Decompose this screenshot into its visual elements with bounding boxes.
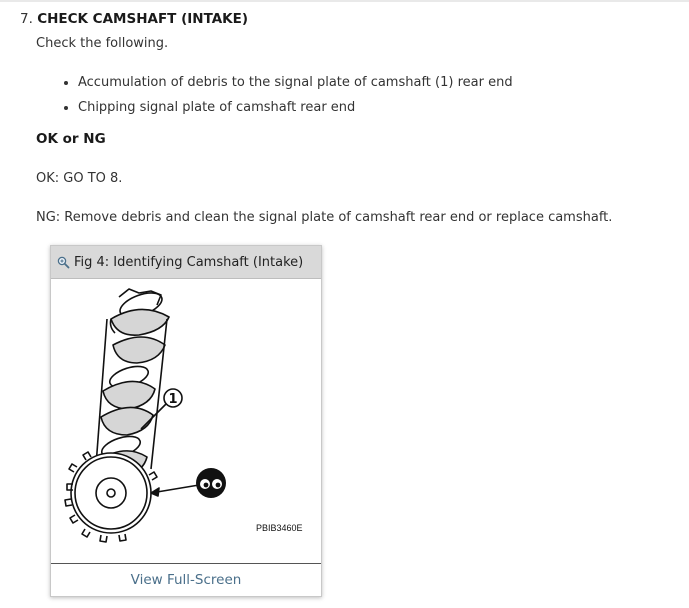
view-full-screen-link[interactable]: View Full-Screen bbox=[51, 563, 321, 596]
figure-caption: Fig 4: Identifying Camshaft (Intake) bbox=[74, 254, 304, 270]
list-item: Accumulation of debris to the signal pla… bbox=[78, 74, 513, 91]
ng-result: NG: Remove debris and clean the signal p… bbox=[36, 210, 613, 225]
ok-result: OK: GO TO 8. bbox=[36, 171, 123, 186]
top-divider bbox=[0, 0, 689, 2]
magnifier-icon bbox=[57, 256, 70, 268]
camshaft-illustration: 1 bbox=[64, 288, 226, 543]
list-item: Chipping signal plate of camshaft rear e… bbox=[78, 99, 513, 116]
figure-panel: Fig 4: Identifying Camshaft (Intake) bbox=[50, 245, 322, 597]
step-heading: 7. CHECK CAMSHAFT (INTAKE) bbox=[20, 11, 248, 27]
figure-header[interactable]: Fig 4: Identifying Camshaft (Intake) bbox=[51, 246, 321, 279]
figure-code: PBIB3460E bbox=[256, 523, 303, 533]
callout-circle bbox=[163, 388, 183, 408]
callout-number: 1 bbox=[168, 392, 177, 407]
step-number: 7. bbox=[20, 11, 33, 27]
check-list: Accumulation of debris to the signal pla… bbox=[58, 74, 513, 124]
step-title: CHECK CAMSHAFT (INTAKE) bbox=[37, 11, 249, 27]
intro-text: Check the following. bbox=[36, 36, 169, 51]
inspect-icon bbox=[196, 468, 226, 498]
figure-image[interactable]: 1 PBIB3460E bbox=[51, 279, 321, 562]
ok-ng-label: OK or NG bbox=[36, 131, 106, 147]
